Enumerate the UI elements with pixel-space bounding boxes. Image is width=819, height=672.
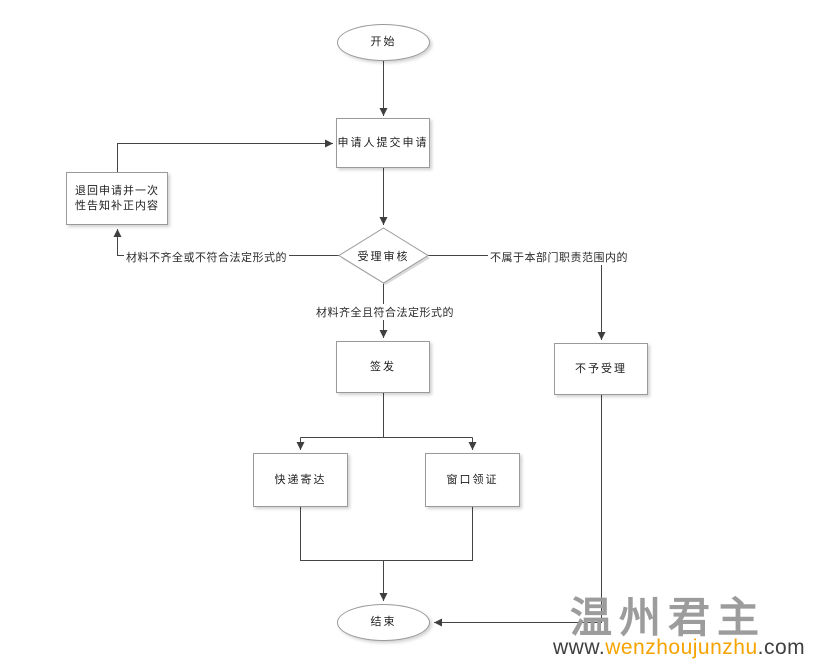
node-reject-label: 不予受理	[575, 362, 627, 375]
edge-label-materials-incomplete: 材料不齐全或不符合法定形式的	[124, 249, 289, 265]
node-start-label: 开始	[370, 36, 397, 48]
watermark-url-prefix: www.	[553, 636, 606, 659]
review-diamond-shape	[338, 227, 429, 284]
edge-merge	[300, 507, 473, 561]
node-window-label: 窗口领证	[446, 473, 499, 486]
edge-return-to-submit	[117, 139, 333, 172]
watermark-url: www.wenzhoujunzhu.com	[553, 636, 805, 660]
node-express-label: 快递寄达	[274, 473, 327, 486]
node-return-notice-line1: 退回申请并一次	[75, 184, 159, 197]
node-end-label: 结束	[370, 616, 397, 628]
node-end: 结束	[337, 604, 430, 641]
node-return-notice-line2: 性告知补正内容	[75, 199, 159, 212]
watermark-url-suffix: .com	[757, 636, 806, 659]
node-issue: 签发	[336, 341, 430, 393]
edge-issue-split	[300, 393, 473, 438]
node-start: 开始	[337, 24, 430, 61]
edge-label-out-of-scope: 不属于本部门职责范围内的	[488, 249, 630, 265]
node-submit-label: 申请人提交申请	[337, 136, 429, 149]
node-reject: 不予受理	[554, 343, 648, 395]
edge-review-to-reject	[428, 255, 606, 340]
node-express-delivery: 快递寄达	[253, 453, 348, 507]
node-review-label: 受理审核	[357, 250, 410, 263]
edge-label-materials-complete: 材料齐全且符合法定形式的	[314, 304, 456, 320]
node-return-notice: 退回申请并一次 性告知补正内容	[66, 172, 168, 225]
node-window-pickup: 窗口领证	[425, 453, 520, 507]
edge-reject-to-end	[434, 395, 602, 627]
watermark-url-domain: wenzhoujunzhu	[605, 636, 758, 659]
watermark-brand-text: 温州君主	[570, 596, 767, 642]
node-issue-label: 签发	[370, 360, 396, 373]
node-submit-application: 申请人提交申请	[336, 118, 430, 168]
